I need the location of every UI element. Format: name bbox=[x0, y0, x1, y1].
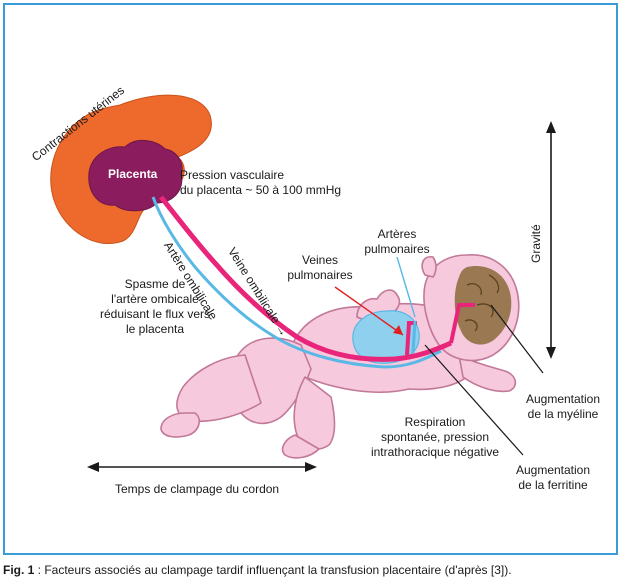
label-pression: Pression vasculaire du placenta ~ 50 à 1… bbox=[180, 168, 342, 197]
pulmonary-vein-tube bbox=[449, 303, 475, 344]
brain-folds bbox=[464, 274, 500, 332]
label-ferritine: Augmentation de la ferritine bbox=[515, 463, 591, 492]
placenta-shape bbox=[88, 140, 183, 212]
figure-caption: Fig. 1 : Facteurs associés au clampage t… bbox=[3, 563, 512, 577]
label-respiration: Respiration spontanée, pression intratho… bbox=[370, 415, 500, 459]
pointer-ferritine bbox=[424, 344, 524, 456]
gravity-arrow-bottom bbox=[546, 347, 556, 359]
gravity-arrow-top bbox=[546, 121, 556, 133]
baby-brain bbox=[454, 265, 512, 345]
label-placenta: Placenta bbox=[108, 167, 158, 181]
label-temps-clampage: Temps de clampage du cordon bbox=[115, 482, 280, 496]
pointer-veines bbox=[334, 286, 404, 336]
diagram-canvas bbox=[50, 94, 556, 472]
label-spasme: Spasme de l'artère ombicale réduisant le… bbox=[99, 277, 211, 336]
pointer-arteres bbox=[396, 256, 416, 318]
lungs-shape bbox=[352, 310, 420, 364]
time-arrow-left bbox=[87, 462, 99, 472]
umbilical-vein-line bbox=[159, 195, 453, 362]
label-arteres-pulmonaires: Artères pulmonaires bbox=[364, 227, 430, 256]
pulmonary-artery-tube bbox=[411, 320, 417, 354]
caption-prefix: Fig. 1 bbox=[3, 563, 35, 577]
time-arrow-right bbox=[305, 462, 317, 472]
label-veines-pulmonaires: Veines pulmonaires bbox=[287, 253, 353, 282]
pointer-veines-head bbox=[393, 325, 403, 335]
figure-frame: Contractions utérines Placenta Pression … bbox=[3, 3, 618, 555]
umbilical-artery-line bbox=[151, 196, 442, 369]
caption-text: : Facteurs associés au clampage tardif i… bbox=[34, 563, 512, 577]
pointer-myeline bbox=[490, 304, 544, 374]
label-gravite: Gravité bbox=[529, 224, 543, 263]
label-myeline: Augmentation de la myéline bbox=[525, 392, 601, 421]
